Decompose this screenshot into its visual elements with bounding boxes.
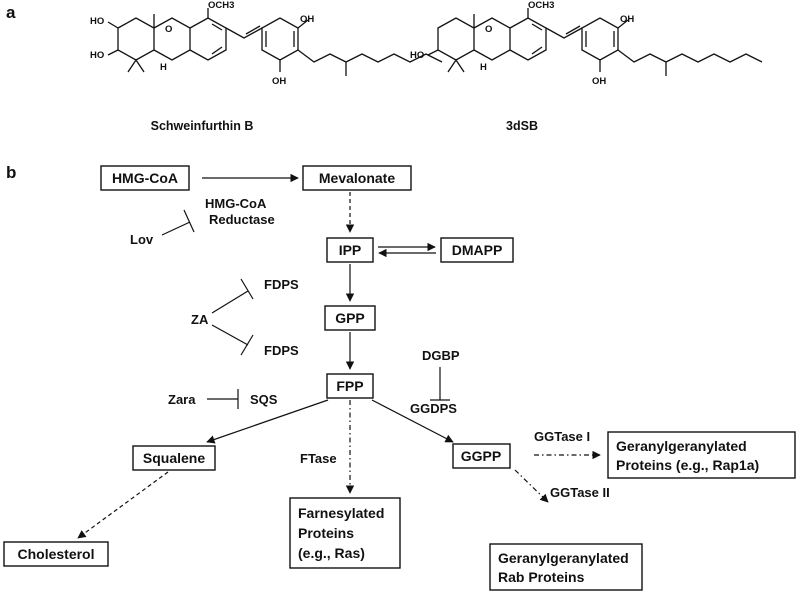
fpp-label: FPP <box>336 378 363 394</box>
fpp-box <box>326 373 374 399</box>
enzyme-fdps-bottom: FDPS <box>264 343 299 358</box>
panel-a-label: a <box>6 3 16 22</box>
enzyme-ggtase-2: GGTase II <box>550 485 610 500</box>
hmgcoa-box <box>100 165 190 191</box>
enzyme-sqs: SQS <box>250 392 278 407</box>
dmapp-label: DMAPP <box>452 242 503 258</box>
3dsb-h: H <box>480 62 487 73</box>
mevalonate-box <box>302 165 412 191</box>
enzyme-hmgcoa-reductase-2: Reductase <box>209 212 275 227</box>
farnesylated-label-3: (e.g., Ras) <box>298 545 365 561</box>
inhibitor-zara: Zara <box>168 392 196 407</box>
enzyme-ftase: FTase <box>300 451 337 466</box>
3dsb-oh-top: OH <box>620 14 634 25</box>
farnesylated-box <box>289 497 401 569</box>
enzyme-ggdps: GGDPS <box>410 401 457 416</box>
inhibit-lov <box>161 221 191 236</box>
arrow-squalene-cholesterol <box>77 471 169 539</box>
gg-rap-box <box>607 431 796 479</box>
enzyme-hmgcoa-reductase-1: HMG-CoA <box>205 196 267 211</box>
arrow-ggpp-rab <box>514 469 549 503</box>
panel-b-label: b <box>6 163 16 182</box>
gg-rab-label-2: Rab Proteins <box>498 569 585 585</box>
schweinfurthin-b-structure <box>107 8 443 76</box>
inhibit-za-fdps-bottom-bar <box>240 334 254 356</box>
sb-h: H <box>160 62 167 73</box>
dmapp-box <box>440 237 514 263</box>
enzyme-fdps-top: FDPS <box>264 277 299 292</box>
3dsb-oh-bottom: OH <box>592 76 606 87</box>
3dsb-name: 3dSB <box>506 119 538 133</box>
mevalonate-label: Mevalonate <box>319 170 395 186</box>
ggpp-label: GGPP <box>461 448 501 464</box>
sb-oh-bottom: OH <box>272 76 286 87</box>
sb-och3: OCH3 <box>208 0 234 11</box>
ipp-label: IPP <box>339 242 362 258</box>
squalene-label: Squalene <box>143 450 205 466</box>
gpp-box <box>324 305 376 331</box>
gg-rap-label-1: Geranylgeranylated <box>616 438 747 454</box>
sb-o: O <box>165 24 172 35</box>
cholesterol-label: Cholesterol <box>17 546 94 562</box>
gg-rab-label-1: Geranylgeranylated <box>498 550 629 566</box>
sb-oh-top: OH <box>300 14 314 25</box>
gpp-label: GPP <box>335 310 365 326</box>
arrow-fpp-ggpp <box>371 399 454 443</box>
inhibit-za-fdps-top-bar <box>240 278 254 300</box>
inhibit-lov-bar <box>183 209 195 233</box>
inhibit-za-fdps-bottom <box>211 324 249 346</box>
3dsb-och3: OCH3 <box>528 0 554 11</box>
inhibitor-dgbp: DGBP <box>422 348 460 363</box>
3dsb-o: O <box>485 24 492 35</box>
3dsb-structure <box>427 8 763 76</box>
sb-ho-2: HO <box>90 50 104 61</box>
enzyme-ggtase-1: GGTase I <box>534 429 590 444</box>
sb-ho-1: HO <box>90 16 104 27</box>
cholesterol-box <box>3 541 109 567</box>
gg-rap-label-2: Proteins (e.g., Rap1a) <box>616 457 759 473</box>
hmgcoa-label: HMG-CoA <box>112 170 178 186</box>
ipp-box <box>326 237 374 263</box>
farnesylated-label-2: Proteins <box>298 525 354 541</box>
squalene-box <box>132 445 216 471</box>
inhibit-za-fdps-top <box>211 290 249 314</box>
3dsb-ho: HO <box>410 50 424 61</box>
inhibitor-lov: Lov <box>130 232 154 247</box>
ggpp-box <box>452 443 511 469</box>
farnesylated-label-1: Farnesylated <box>298 505 384 521</box>
inhibitor-za: ZA <box>191 312 209 327</box>
schweinfurthin-b-name: Schweinfurthin B <box>151 119 254 133</box>
gg-rab-box <box>489 543 643 591</box>
arrow-fpp-squalene <box>206 399 329 444</box>
